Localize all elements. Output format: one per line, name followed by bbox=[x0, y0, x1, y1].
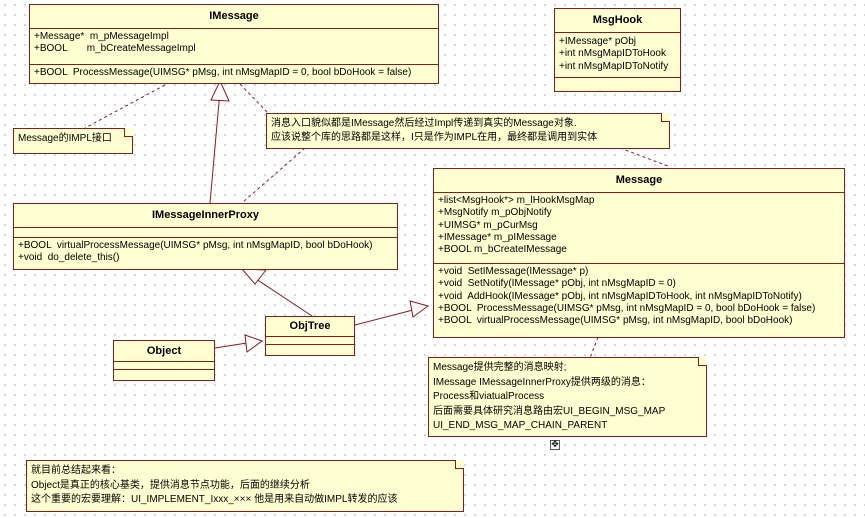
attribute: +BOOL m_bCreateMessageImpl bbox=[34, 43, 196, 55]
operation: +BOOL virtualProcessMessage(UIMSG* pMsg,… bbox=[18, 240, 373, 251]
operation: +void do_delete_this() bbox=[18, 252, 120, 264]
note-text: Message提供完整的消息映射; bbox=[433, 362, 567, 373]
attributes-compartment bbox=[114, 362, 214, 370]
attribute: +IMessage* pObj bbox=[559, 36, 636, 47]
inheritance-arrowhead bbox=[244, 334, 264, 353]
class-imessageinnerproxy[interactable]: IMessageInnerProxy +BOOL virtualProcessM… bbox=[13, 203, 398, 270]
attributes-compartment bbox=[266, 337, 354, 345]
operations-compartment: +BOOL ProcessMessage(UIMSG* pMsg, int nM… bbox=[30, 65, 438, 81]
note-text: Object是真正的核心基类，提供消息节点功能，后面的继续分析 bbox=[31, 479, 310, 491]
attribute: +MsgNotify m_pObjNotify bbox=[438, 207, 552, 219]
attribute: +int nMsgMapIDToNotify bbox=[559, 60, 669, 72]
class-name: ObjTree bbox=[266, 317, 354, 337]
inheritance-arrowhead bbox=[210, 79, 230, 102]
operations-compartment bbox=[555, 78, 680, 82]
generalization-object-objtree bbox=[214, 342, 248, 349]
operation: +BOOL ProcessMessage(UIMSG* pMsg, int nM… bbox=[34, 67, 412, 78]
inheritance-arrowhead bbox=[240, 268, 267, 285]
class-imessage[interactable]: IMessage +Message* m_pMessageImpl +BOOL … bbox=[29, 4, 439, 84]
note-message-mapping[interactable]: Message提供完整的消息映射; IMessage IMessageInner… bbox=[428, 357, 707, 437]
generalization-objtree-innerproxy bbox=[249, 274, 316, 319]
class-object[interactable]: Object bbox=[113, 340, 215, 381]
note-text: 应该说整个库的思路都是这样，I只是作为IMPL在用，最终都是调用到实体 bbox=[271, 132, 598, 143]
class-objtree[interactable]: ObjTree bbox=[265, 316, 355, 356]
note-text: UI_END_MSG_MAP_CHAIN_PARENT bbox=[433, 420, 608, 431]
class-name: Message bbox=[434, 169, 844, 193]
attribute: +int nMsgMapIDToHook bbox=[559, 48, 666, 60]
class-name: IMessage bbox=[30, 5, 438, 29]
operation: +void SetNotify(IMessage* pObj, int nMsg… bbox=[438, 278, 676, 290]
class-name: MsgHook bbox=[555, 9, 680, 33]
class-message[interactable]: Message +list<MsgHook*> m_lHookMsgMap +M… bbox=[433, 168, 845, 338]
note-anchor-entry-message bbox=[619, 147, 669, 167]
note-fold-corner bbox=[698, 357, 707, 366]
attribute: +Message* m_pMessageImpl bbox=[34, 31, 169, 42]
note-text: Process和viatualProcess bbox=[433, 391, 545, 402]
operation: +BOOL virtualProcessMessage(UIMSG* pMsg,… bbox=[438, 315, 793, 327]
note-anchor-entry-innerproxy bbox=[242, 147, 306, 203]
operations-compartment: +BOOL virtualProcessMessage(UIMSG* pMsg,… bbox=[14, 238, 397, 267]
class-name: IMessageInnerProxy bbox=[14, 204, 397, 228]
note-summary[interactable]: 就目前总结起来看： Object是真正的核心基类，提供消息节点功能，后面的继续分… bbox=[26, 460, 464, 512]
attribute: +IMessage* m_pIMessage bbox=[438, 231, 557, 243]
attributes-compartment: +Message* m_pMessageImpl +BOOL m_bCreate… bbox=[30, 29, 438, 65]
note-fold-corner bbox=[124, 128, 133, 137]
operation: +void AddHook(IMessage* pObj, int nMsgMa… bbox=[438, 290, 802, 302]
note-entry-path[interactable]: 消息入口貌似都是IMessage然后经过Impl传递到真实的Message对象.… bbox=[266, 113, 670, 149]
note-anchor-entry-imessage bbox=[239, 83, 269, 114]
generalization-innerproxy-imessage bbox=[209, 90, 221, 204]
operation: +BOOL ProcessMessage(UIMSG* pMsg, int nM… bbox=[438, 302, 816, 314]
note-text: 后面需要具体研究消息路由宏UI_BEGIN_MSG_MAP bbox=[433, 405, 666, 417]
note-text: 就目前总结起来看： bbox=[31, 465, 121, 476]
class-name: Object bbox=[114, 341, 214, 362]
attribute: +list<MsgHook*> m_lHookMsgMap bbox=[438, 195, 595, 206]
move-handle-icon[interactable]: ✥ bbox=[550, 440, 560, 450]
inheritance-arrowhead bbox=[409, 300, 430, 318]
operation: +void SetIMessage(IMessage* p) bbox=[438, 266, 589, 277]
note-text: 这个重要的宏要理解：UI_IMPLEMENT_Ixxx_××× 他是用来自动做I… bbox=[31, 494, 398, 505]
note-anchor-impl-interface bbox=[84, 84, 166, 129]
attributes-compartment: +IMessage* pObj +int nMsgMapIDToHook +in… bbox=[555, 33, 680, 78]
attributes-compartment bbox=[14, 228, 397, 238]
class-msghook[interactable]: MsgHook +IMessage* pObj +int nMsgMapIDTo… bbox=[554, 8, 681, 92]
attributes-compartment: +list<MsgHook*> m_lHookMsgMap +MsgNotify… bbox=[434, 193, 844, 264]
note-anchor-message-note bbox=[589, 336, 599, 359]
note-text: IMessage IMessageInnerProxy提供两级的消息： bbox=[433, 376, 651, 388]
generalization-objtree-message bbox=[354, 309, 414, 326]
note-impl-interface[interactable]: Message的IMPL接口 bbox=[13, 128, 133, 154]
operations-compartment: +void SetIMessage(IMessage* p) +void Set… bbox=[434, 264, 844, 329]
attribute: +UIMSG* m_pCurMsg bbox=[438, 219, 538, 231]
note-fold-corner bbox=[455, 460, 464, 469]
note-text: Message的IMPL接口 bbox=[18, 133, 112, 144]
attribute: +BOOL m_bCreateIMessage bbox=[438, 244, 567, 256]
note-fold-corner bbox=[661, 113, 670, 122]
note-text: 消息入口貌似都是IMessage然后经过Impl传递到真实的Message对象. bbox=[271, 118, 577, 129]
